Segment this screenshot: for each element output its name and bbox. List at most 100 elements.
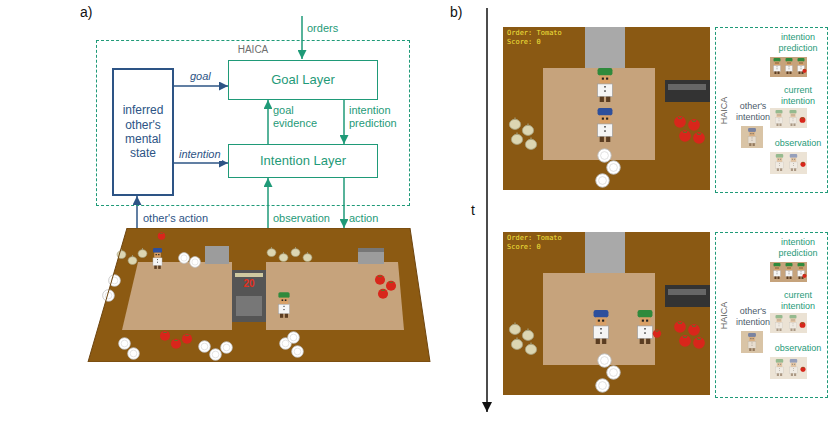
game-status: Order: Tomato: [507, 235, 562, 243]
chef-blue: [598, 108, 613, 142]
illustration-part: [509, 117, 520, 129]
illustration-part: [596, 174, 610, 188]
edge-label: action: [348, 212, 379, 225]
illustration-part: [741, 126, 763, 148]
panel-letter: b): [450, 4, 462, 21]
illustration-part: [235, 273, 263, 277]
illustration-part: [748, 128, 756, 146]
illustration-part: [770, 57, 807, 77]
illustration-part: [232, 270, 266, 322]
illustration-part: [278, 292, 289, 318]
illustration-part: [171, 339, 181, 349]
illustration-part: [668, 84, 706, 90]
illustration-part: [128, 255, 137, 264]
illustration-part: [119, 338, 131, 350]
illustration-part: [525, 137, 536, 149]
illustration-part: [138, 248, 147, 257]
mental-state-box: inferred other's mental state: [112, 68, 174, 196]
illustration-part: [776, 110, 783, 126]
box-label: inferred other's mental state: [117, 103, 169, 161]
illustration-part: [221, 342, 233, 354]
axis-label: t: [471, 202, 475, 219]
illustration-part: [790, 154, 797, 171]
illustration-part: [182, 334, 192, 344]
game-screen: Order: TomatoScore: 0: [503, 232, 710, 395]
timer-value: 20: [235, 278, 263, 290]
edge-label: goal: [189, 70, 212, 83]
connector: [343, 178, 345, 228]
frame-title: HAICA: [97, 44, 409, 56]
illustration-part: [665, 80, 710, 102]
game-status: Score: 0: [507, 39, 541, 47]
edge-label: intention: [178, 148, 222, 161]
illustration-part: [158, 232, 166, 240]
game-board: 20: [86, 228, 432, 362]
board-outline: [86, 228, 432, 362]
haica-panel: HAICAintention predictionother's intenti…: [715, 232, 828, 398]
panel-caption: intention prediction: [771, 237, 825, 259]
connector: [174, 162, 228, 164]
illustration-part: [598, 149, 612, 163]
illustration-part: [303, 252, 312, 261]
panel-caption: current intention: [771, 85, 825, 107]
illustration-part: [802, 69, 806, 73]
orders-arrow: [301, 16, 303, 59]
illustration-part: [543, 68, 655, 160]
game-status: Order: Tomato: [507, 30, 562, 38]
illustration-part: [679, 130, 691, 142]
tomato: [653, 329, 661, 337]
illustration-part: [236, 296, 262, 316]
game-screen: Order: TomatoScore: 0: [503, 27, 710, 190]
illustration-part: [770, 152, 807, 174]
game-status: Score: 0: [507, 244, 541, 252]
illustration-part: [786, 58, 793, 74]
connector: [343, 100, 345, 144]
illustration-part: [776, 154, 797, 171]
haica-panel: HAICAintention predictionother's intenti…: [715, 27, 828, 193]
illustration-part: [288, 332, 300, 344]
illustration-part: [503, 27, 710, 190]
chef-green: [638, 310, 653, 344]
connector: [174, 85, 228, 87]
illustration-part: [153, 248, 162, 269]
illustration-part: [378, 289, 388, 299]
panel-caption: other's intention: [733, 101, 773, 123]
chef-blue: [594, 310, 609, 344]
illustration-part: [205, 246, 229, 264]
illustration-part: [190, 257, 201, 268]
illustration-part: [358, 248, 384, 252]
illustration-part: [585, 27, 625, 68]
box-label: Intention Layer: [260, 153, 346, 169]
illustration-part: [693, 132, 705, 144]
illustration-part: [358, 248, 384, 264]
illustration-part: [292, 346, 304, 358]
illustration-part: [88, 228, 430, 362]
illustration-part: [800, 117, 806, 123]
illustration-part: [770, 108, 807, 128]
edge-label: observation: [272, 212, 331, 225]
illustration-part: [776, 110, 797, 126]
panel-caption: observation: [771, 138, 825, 149]
input-label: orders: [307, 22, 338, 35]
illustration-part: [128, 348, 140, 360]
illustration-part: [291, 247, 300, 256]
edge-label: intention prediction: [348, 104, 408, 130]
box-label: Goal Layer: [271, 72, 335, 88]
connector: [267, 178, 269, 228]
edge-label: goal evidence: [272, 104, 324, 130]
illustration-part: [774, 58, 781, 74]
connector: [267, 100, 269, 144]
illustration-part: [674, 116, 686, 128]
game-screen-art: [503, 232, 710, 395]
illustration-part: [790, 110, 797, 126]
illustration-part: [179, 253, 190, 264]
time-axis: [486, 8, 488, 412]
illustration-part: [160, 331, 170, 341]
illustration-part: [776, 154, 783, 171]
edge-label: other's action: [142, 212, 209, 225]
illustration-part: [607, 161, 621, 175]
illustration-part: [800, 162, 805, 167]
panel-caption: intention prediction: [771, 32, 825, 54]
